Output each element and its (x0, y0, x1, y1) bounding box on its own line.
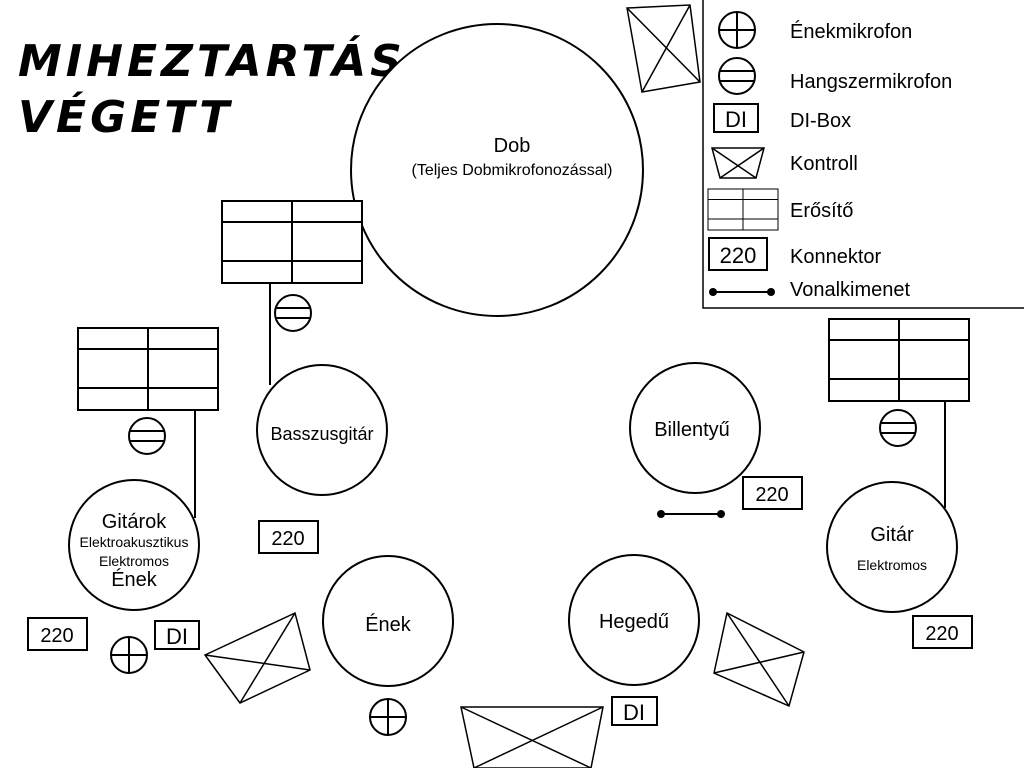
guitar-sublabel: Elektromos (857, 557, 927, 573)
violin-circle (568, 554, 700, 686)
guitar-label: Gitár (870, 524, 914, 546)
guitar-connector-icon (912, 615, 973, 649)
violin-di-icon (611, 696, 658, 726)
keys-connector-text: 220 (755, 484, 788, 506)
guitars-sub3: Ének (111, 568, 158, 591)
bass-label: Basszusgitár (270, 424, 373, 444)
guitars-vocal-mic-icon (110, 636, 148, 674)
guitars-di-text: DI (166, 624, 188, 649)
legend-amp-icon (707, 188, 779, 231)
guitars-label: Gitárok (102, 511, 167, 533)
drum-circle (350, 23, 644, 317)
guitars-sub1: Elektroakusztikus (80, 534, 189, 550)
violin-label: Hegedű (599, 611, 669, 633)
title-line-1: MIHEZTARTÁS (18, 34, 406, 87)
legend-connector-icon (708, 237, 768, 271)
guitar-connector-text: 220 (925, 623, 958, 645)
monitor-left-icon (203, 611, 311, 704)
guitars-instrument-mic-icon (128, 417, 166, 455)
title-line-2: VÉGETT (18, 90, 233, 143)
vocal-circle (322, 555, 454, 687)
drum-sublabel: (Teljes Dobmikrofonozással) (412, 162, 613, 179)
legend-instrument-mic-icon (718, 57, 756, 95)
drum-label: Dob (494, 135, 531, 157)
guitars-amp-icon (77, 327, 219, 411)
guitar-instrument-mic-icon (879, 409, 917, 447)
monitor-right-icon (713, 611, 805, 708)
legend-di-icon (713, 103, 759, 133)
legend-connector-label: Konnektor (790, 246, 882, 268)
legend-amp-label: Erősítő (790, 200, 853, 222)
legend-vocal-mic-label: Énekmikrofon (790, 20, 912, 43)
bass-instrument-mic-icon (274, 294, 312, 332)
keys-circle (629, 362, 761, 494)
legend: Énekmikrofon Hangszermikrofon DI DI-Box … (702, 0, 1024, 309)
guitars-circle (68, 479, 200, 611)
legend-monitor-label: Kontroll (790, 153, 858, 175)
vocal-label: Ének (365, 613, 412, 636)
bass-amp-icon (221, 200, 363, 284)
guitar-circle (826, 481, 958, 613)
bass-connector-icon (258, 520, 319, 554)
legend-di-label: DI-Box (790, 110, 851, 132)
guitars-connector-icon (27, 617, 88, 651)
monitor-top-icon (626, 4, 701, 93)
legend-di-symbol: DI (725, 107, 747, 132)
vocal-mic-icon (369, 698, 407, 736)
violin-di-text: DI (623, 700, 645, 725)
keys-connector-icon (742, 476, 803, 510)
legend-monitor-icon (711, 147, 765, 179)
guitars-di-icon (154, 620, 200, 650)
bass-circle (256, 364, 388, 496)
guitar-amp-icon (828, 318, 970, 402)
legend-line-out-icon (709, 288, 775, 296)
bass-connector-text: 220 (271, 528, 304, 550)
legend-vocal-mic-icon (718, 11, 756, 49)
guitars-connector-text: 220 (40, 625, 73, 647)
keys-line-out-icon (657, 510, 725, 518)
keys-label: Billentyű (654, 419, 730, 441)
legend-line-out-label: Vonalkimenet (790, 279, 911, 301)
legend-connector-symbol: 220 (720, 243, 757, 268)
guitars-sub2: Elektromos (99, 553, 169, 569)
monitor-bottom-icon (460, 706, 604, 768)
legend-instrument-mic-label: Hangszermikrofon (790, 71, 952, 93)
